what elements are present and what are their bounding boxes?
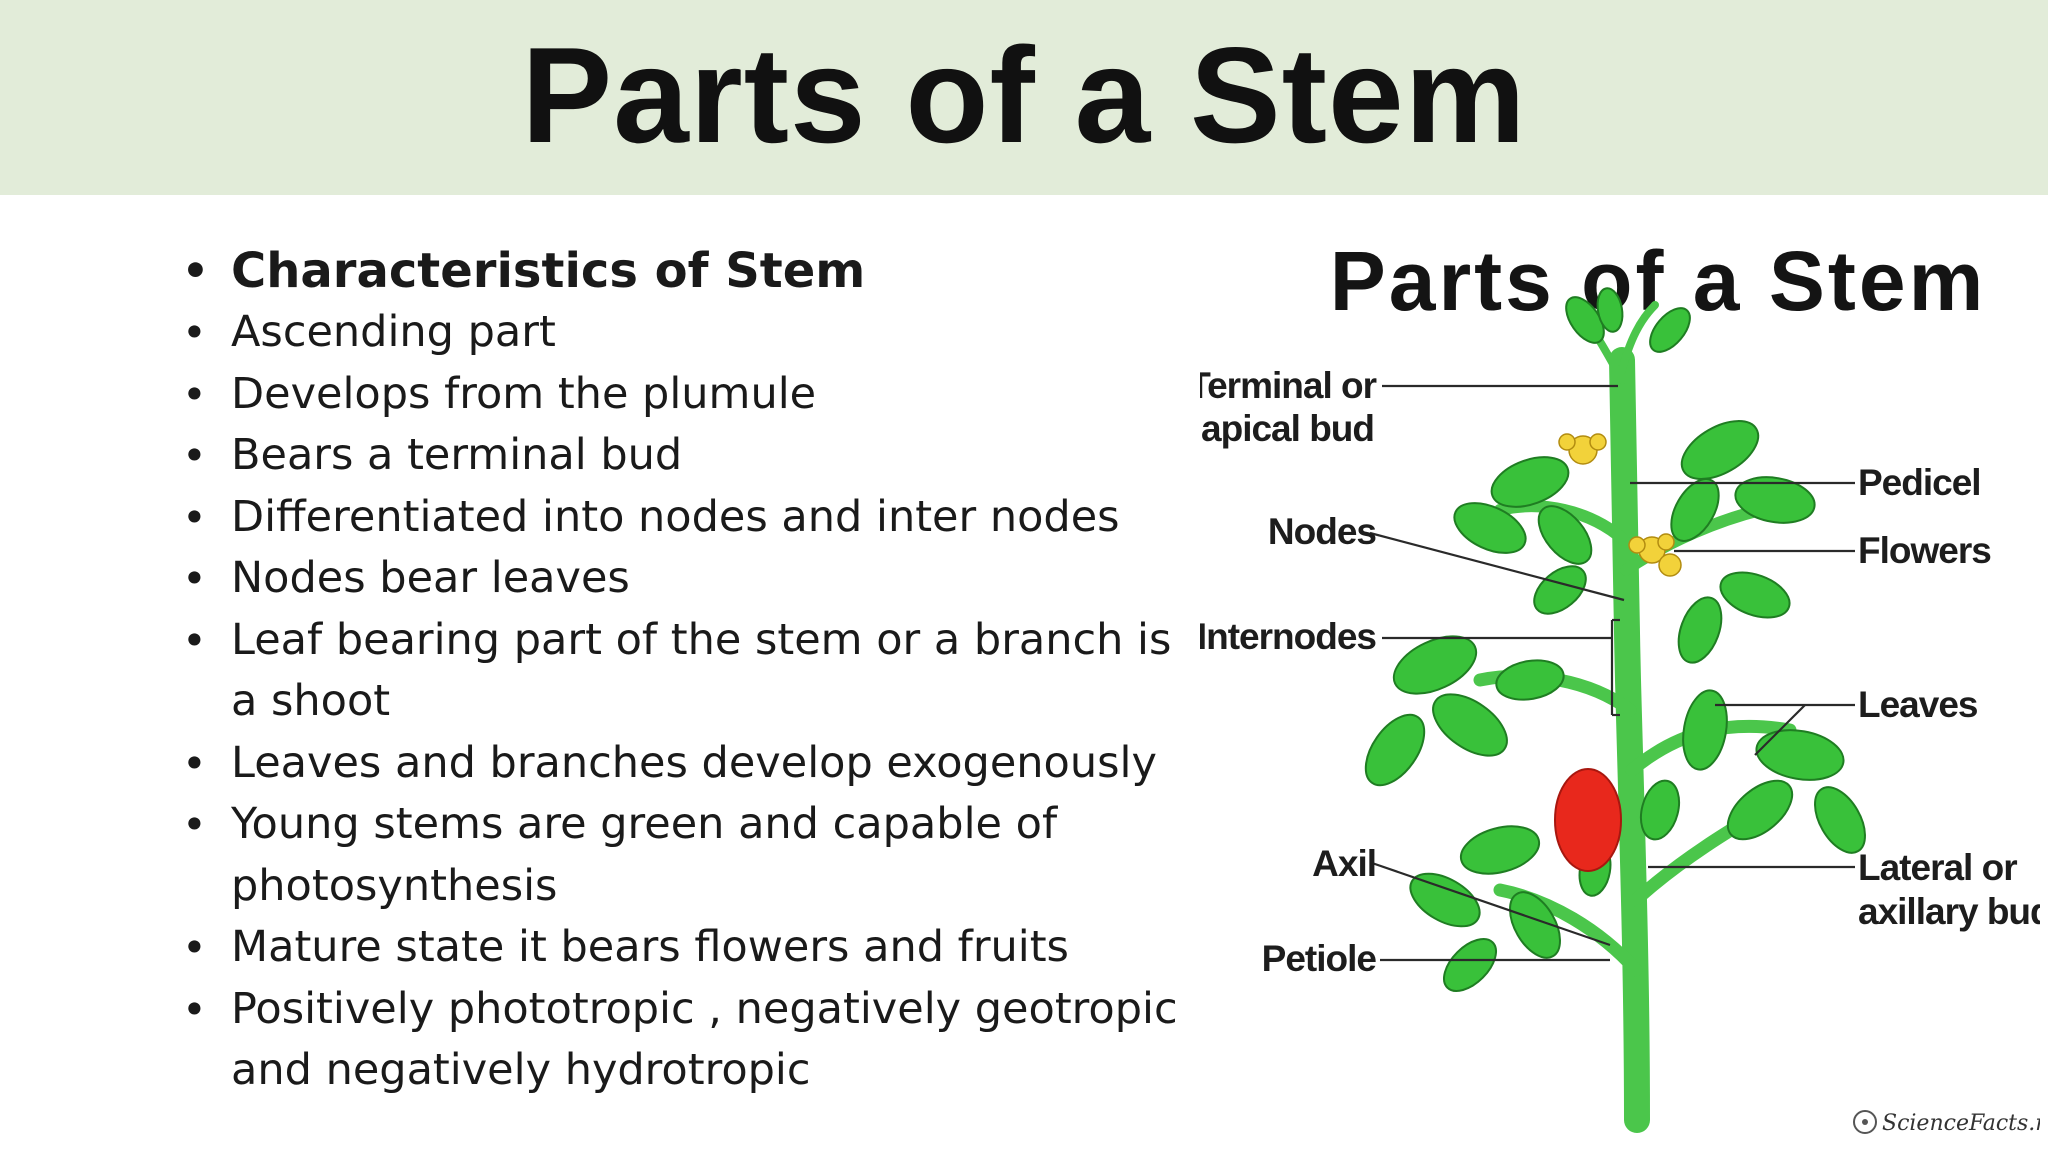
bullet-item: Develops from the plumule (178, 364, 1198, 426)
credit-text: ScienceFacts.net (1882, 1111, 2040, 1136)
slide-title: Parts of a Stem (521, 19, 1527, 171)
label-lateral-bud: Lateral or (1858, 847, 2017, 888)
label-internodes: Internodes (1200, 616, 1376, 657)
label-terminal-bud: apical bud (1201, 408, 1374, 449)
flowers-group (1558, 433, 1682, 577)
stem-diagram: Parts of a Stem (1200, 210, 2040, 1150)
atom-icon (1853, 1110, 1877, 1134)
leader-lines (1369, 384, 1855, 962)
bullet-item: Positively phototropic , negatively geot… (178, 979, 1198, 1102)
bullet-item: Differentiated into nodes and inter node… (178, 487, 1198, 549)
label-axil: Axil (1312, 843, 1376, 884)
label-leaves: Leaves (1858, 684, 1978, 725)
bullet-item: Mature state it bears flowers and fruits (178, 917, 1198, 979)
label-petiole: Petiole (1262, 938, 1377, 979)
diagram-title: Parts of a Stem (1330, 234, 1987, 328)
label-pedicel: Pedicel (1858, 462, 1981, 503)
credit-logo: ScienceFacts.net (1853, 1110, 2040, 1136)
bullet-item: Leaves and branches develop exogenously (178, 733, 1198, 795)
label-lateral-bud: axillary bud (1858, 891, 2040, 932)
label-flowers: Flowers (1858, 530, 1991, 571)
bullet-item: Nodes bear leaves (178, 548, 1198, 610)
label-terminal-bud: Terminal or (1200, 365, 1377, 406)
bullet-item: Bears a terminal bud (178, 425, 1198, 487)
bullet-heading: Characteristics of Stem (178, 238, 1198, 304)
title-banner (0, 0, 2048, 195)
main-stem (1609, 347, 1650, 1133)
bullet-item: Young stems are green and capable of pho… (178, 794, 1198, 917)
stem-diagram-svg: Parts of a Stem (1200, 234, 2040, 1136)
bullet-item: Leaf bearing part of the stem or a branc… (178, 610, 1198, 733)
label-nodes: Nodes (1268, 511, 1377, 552)
tomato-fruit (1554, 768, 1622, 872)
bullet-list: Characteristics of Stem Ascending part D… (178, 238, 1198, 1102)
branch (1618, 301, 1659, 374)
leaves-group (1364, 287, 1866, 992)
bullet-item: Ascending part (178, 302, 1198, 364)
